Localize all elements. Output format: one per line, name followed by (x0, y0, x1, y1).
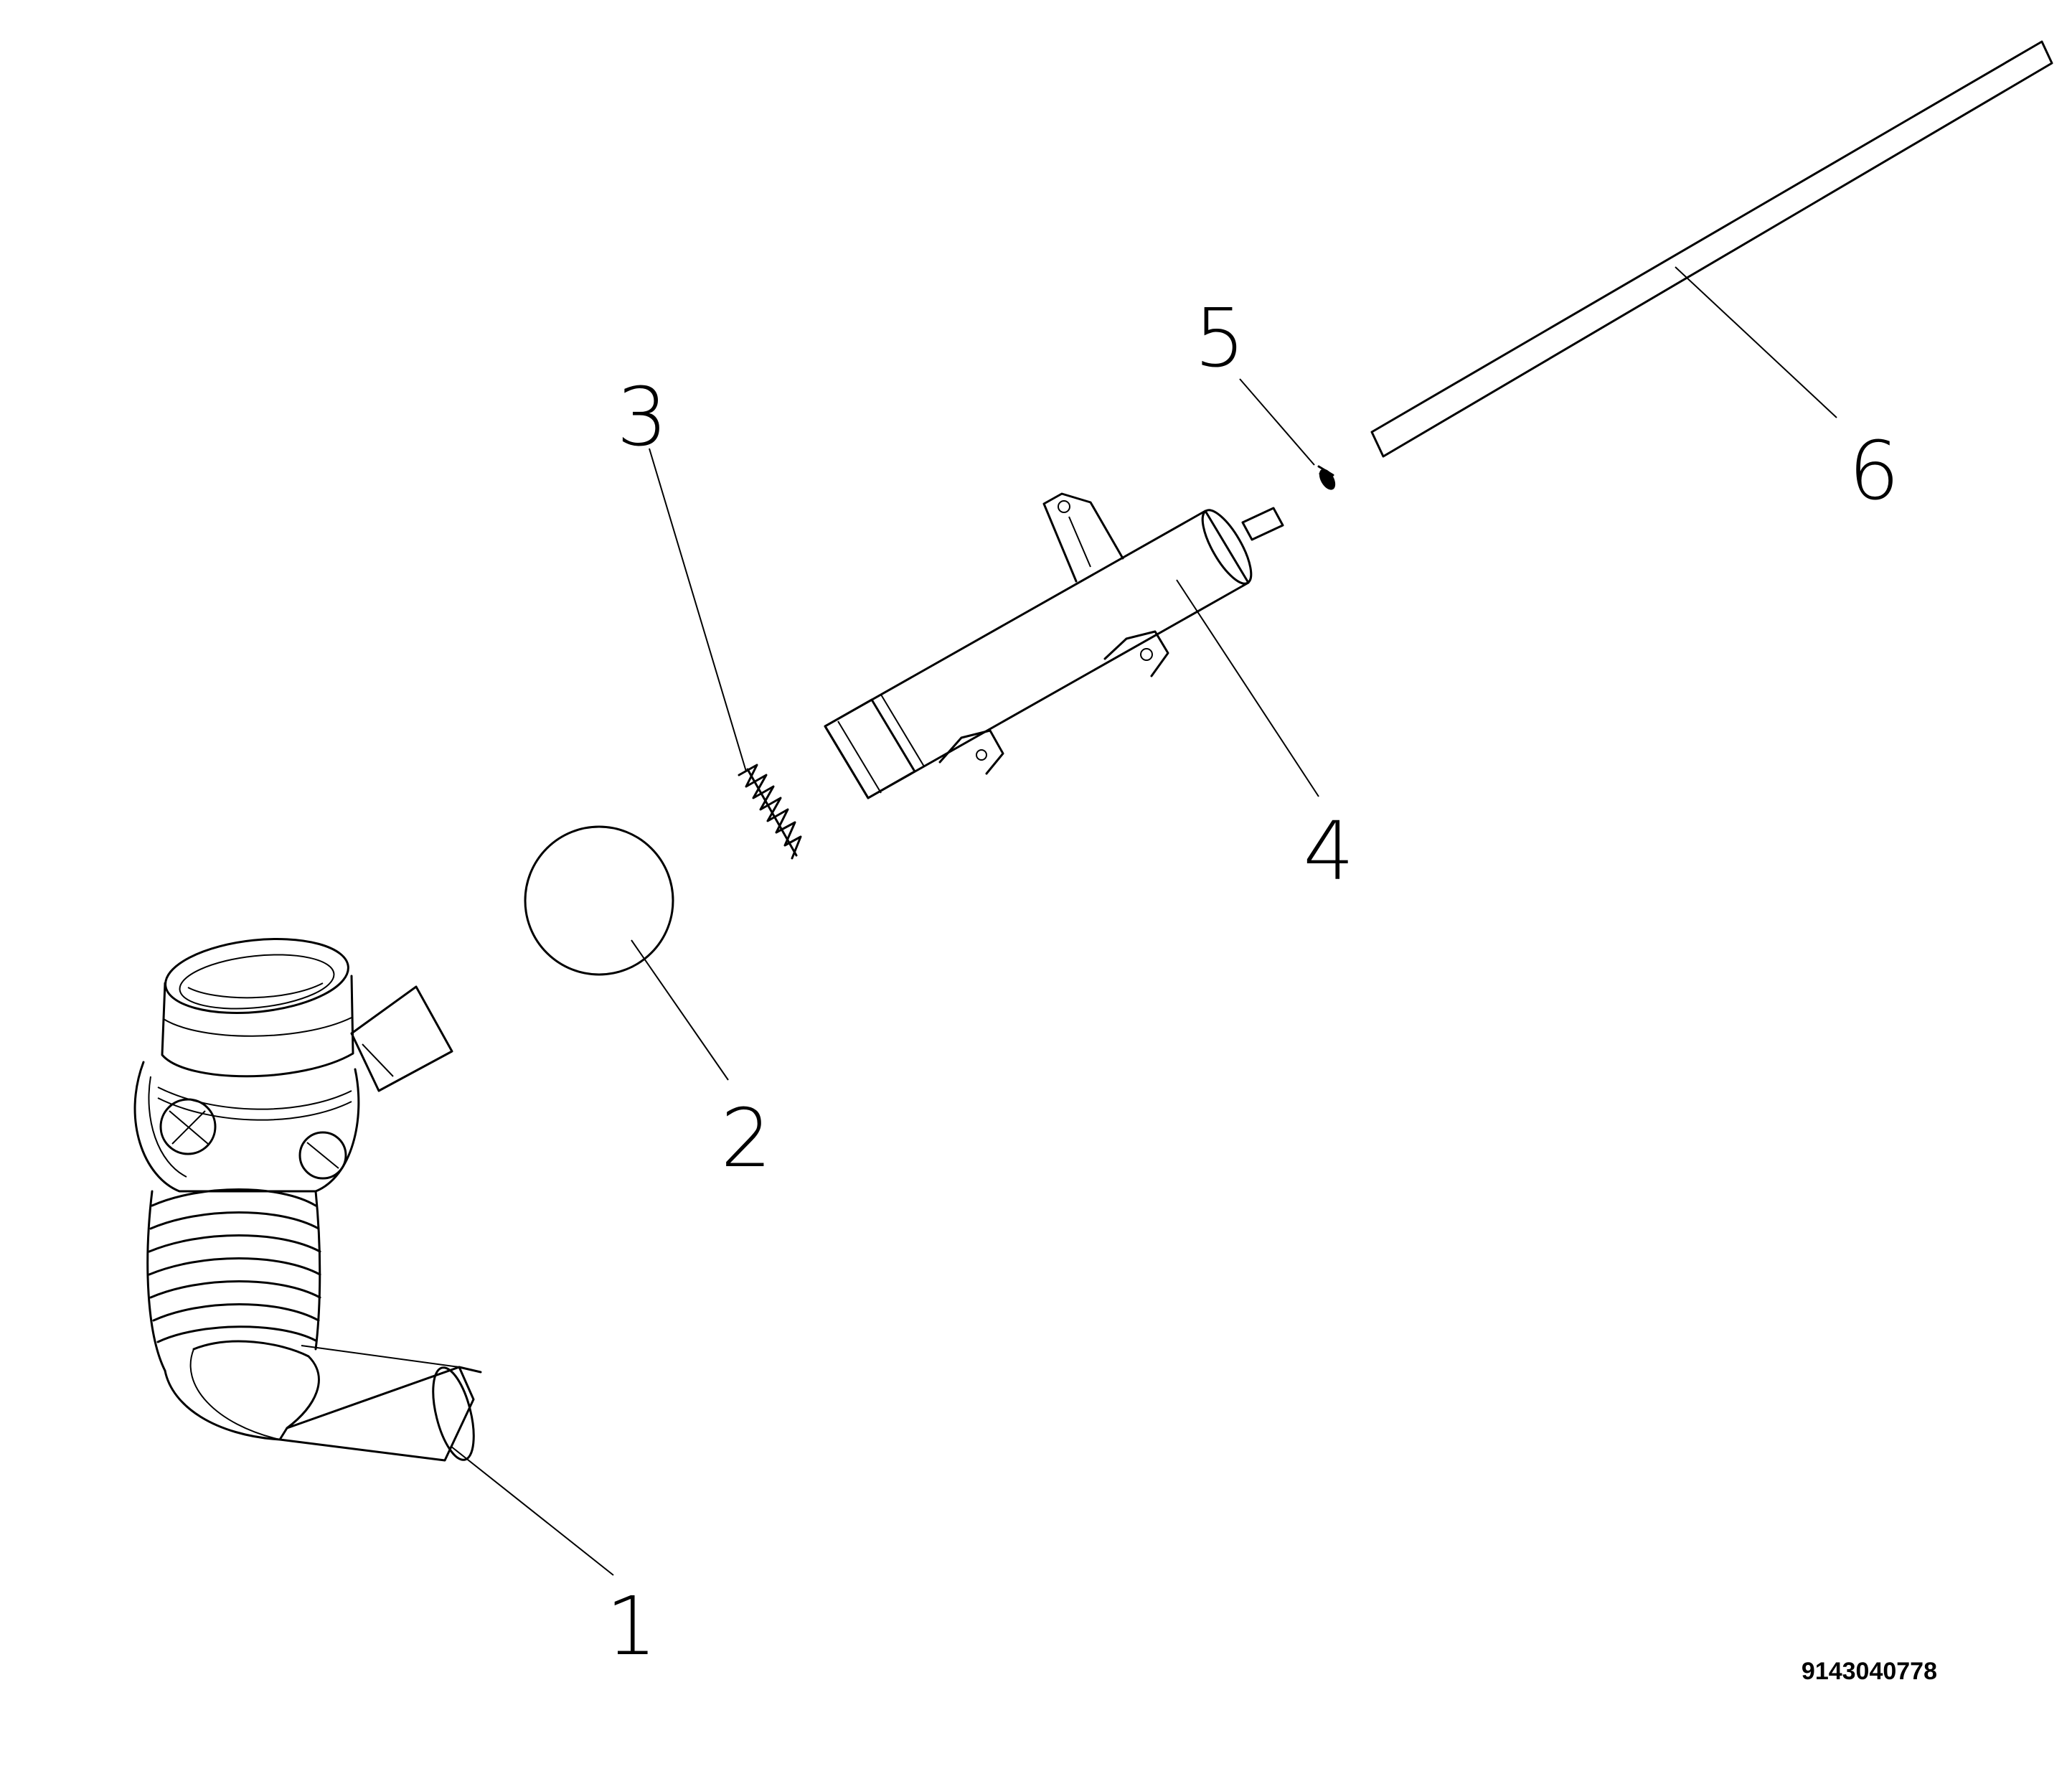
callout-labels: 1 2 3 4 5 6 (606, 292, 1899, 1674)
part-3-spring (738, 764, 802, 860)
callout-6: 6 (1848, 425, 1899, 518)
callout-2: 2 (720, 1092, 771, 1186)
callout-1: 1 (606, 1580, 656, 1674)
leader-1 (450, 1445, 614, 1576)
callout-5: 5 (1194, 292, 1245, 385)
leader-4 (1176, 579, 1319, 797)
part-6-tube (1370, 40, 2053, 458)
part-2-seal (524, 825, 674, 976)
leader-5 (1239, 378, 1315, 466)
leader-lines (450, 266, 1837, 1576)
callout-3: 3 (616, 371, 667, 464)
part-1-elbow-hose (133, 938, 482, 1462)
leader-2 (631, 939, 729, 1081)
document-number: 9143040778 (1802, 1658, 1937, 1685)
part-5-clip (1317, 465, 1336, 490)
callout-4: 4 (1303, 805, 1354, 898)
leader-3 (649, 448, 747, 772)
part-4-housing (824, 492, 1284, 799)
leader-6 (1675, 266, 1837, 418)
